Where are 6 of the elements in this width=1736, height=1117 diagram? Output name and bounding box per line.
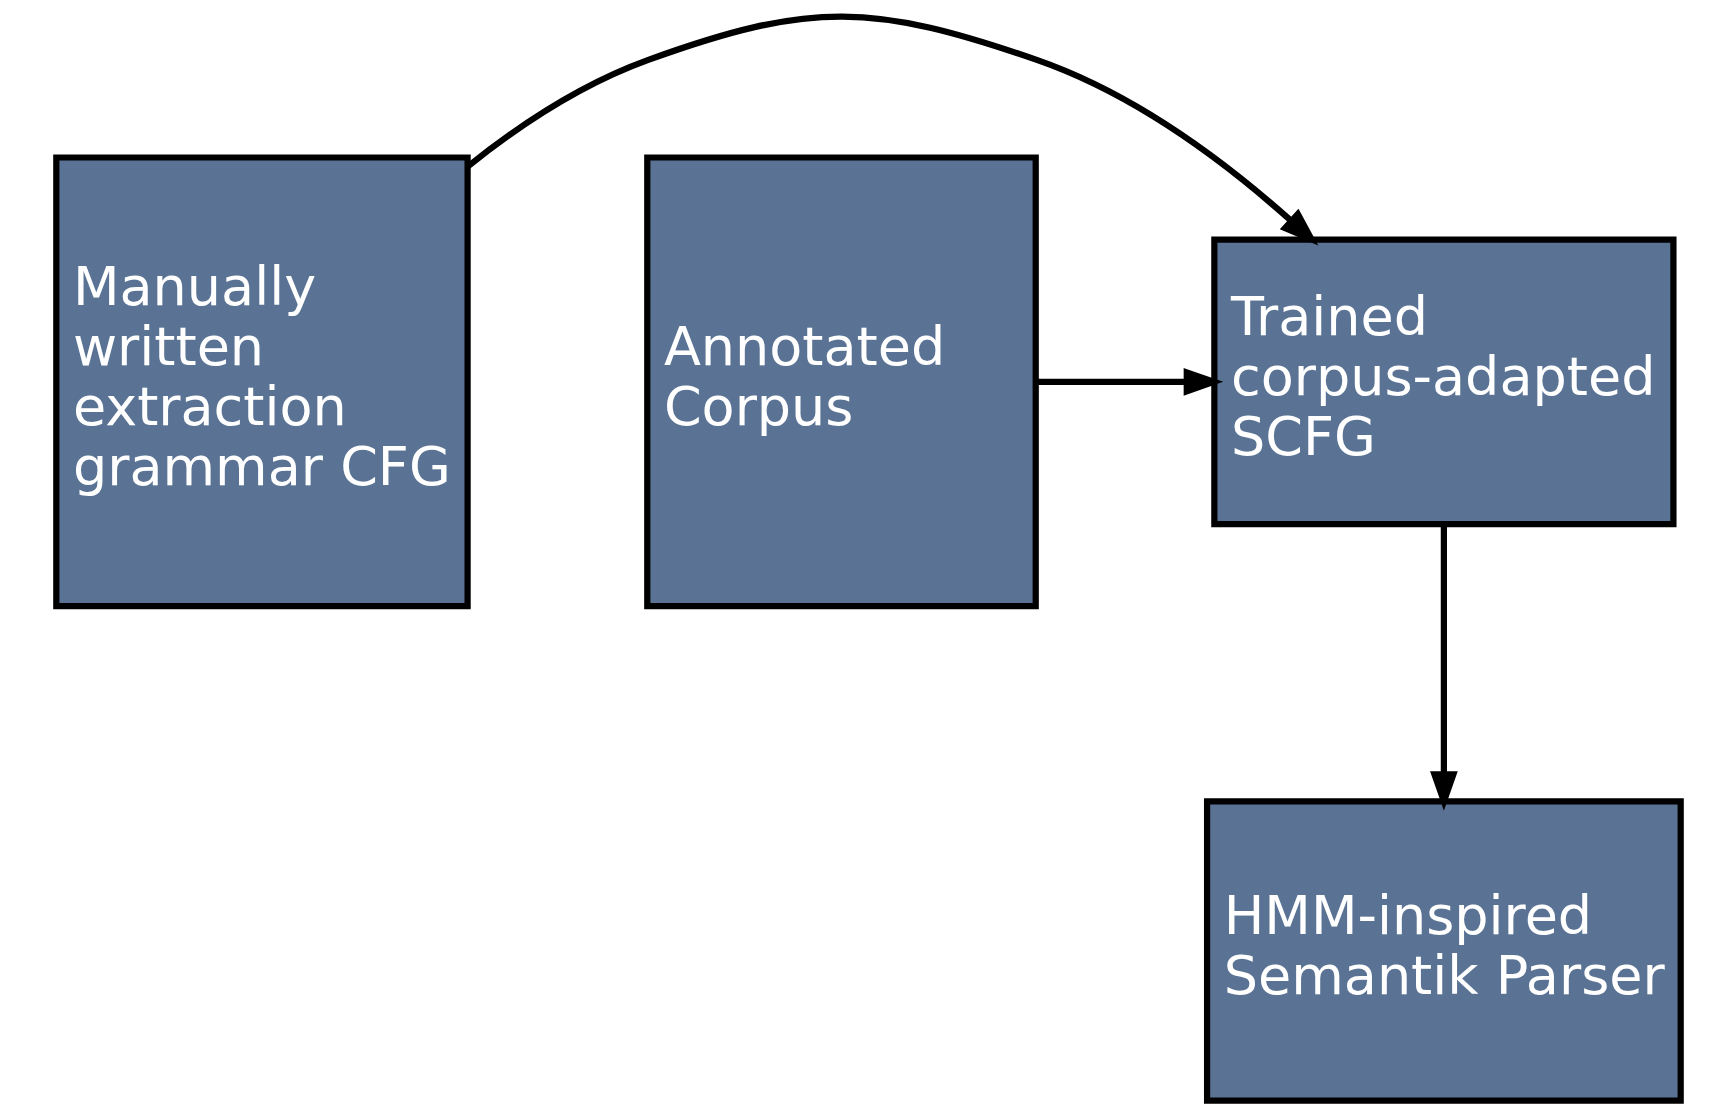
node-box: Trained corpus-adapted SCFG [1210, 236, 1677, 528]
node-box: Manually written extraction grammar CFG [52, 154, 471, 610]
node-box: HMM-inspired Semantik Parser [1203, 798, 1684, 1104]
node-box: Annotated Corpus [643, 154, 1039, 610]
arrow [1429, 524, 1458, 811]
arrow [1035, 368, 1223, 396]
